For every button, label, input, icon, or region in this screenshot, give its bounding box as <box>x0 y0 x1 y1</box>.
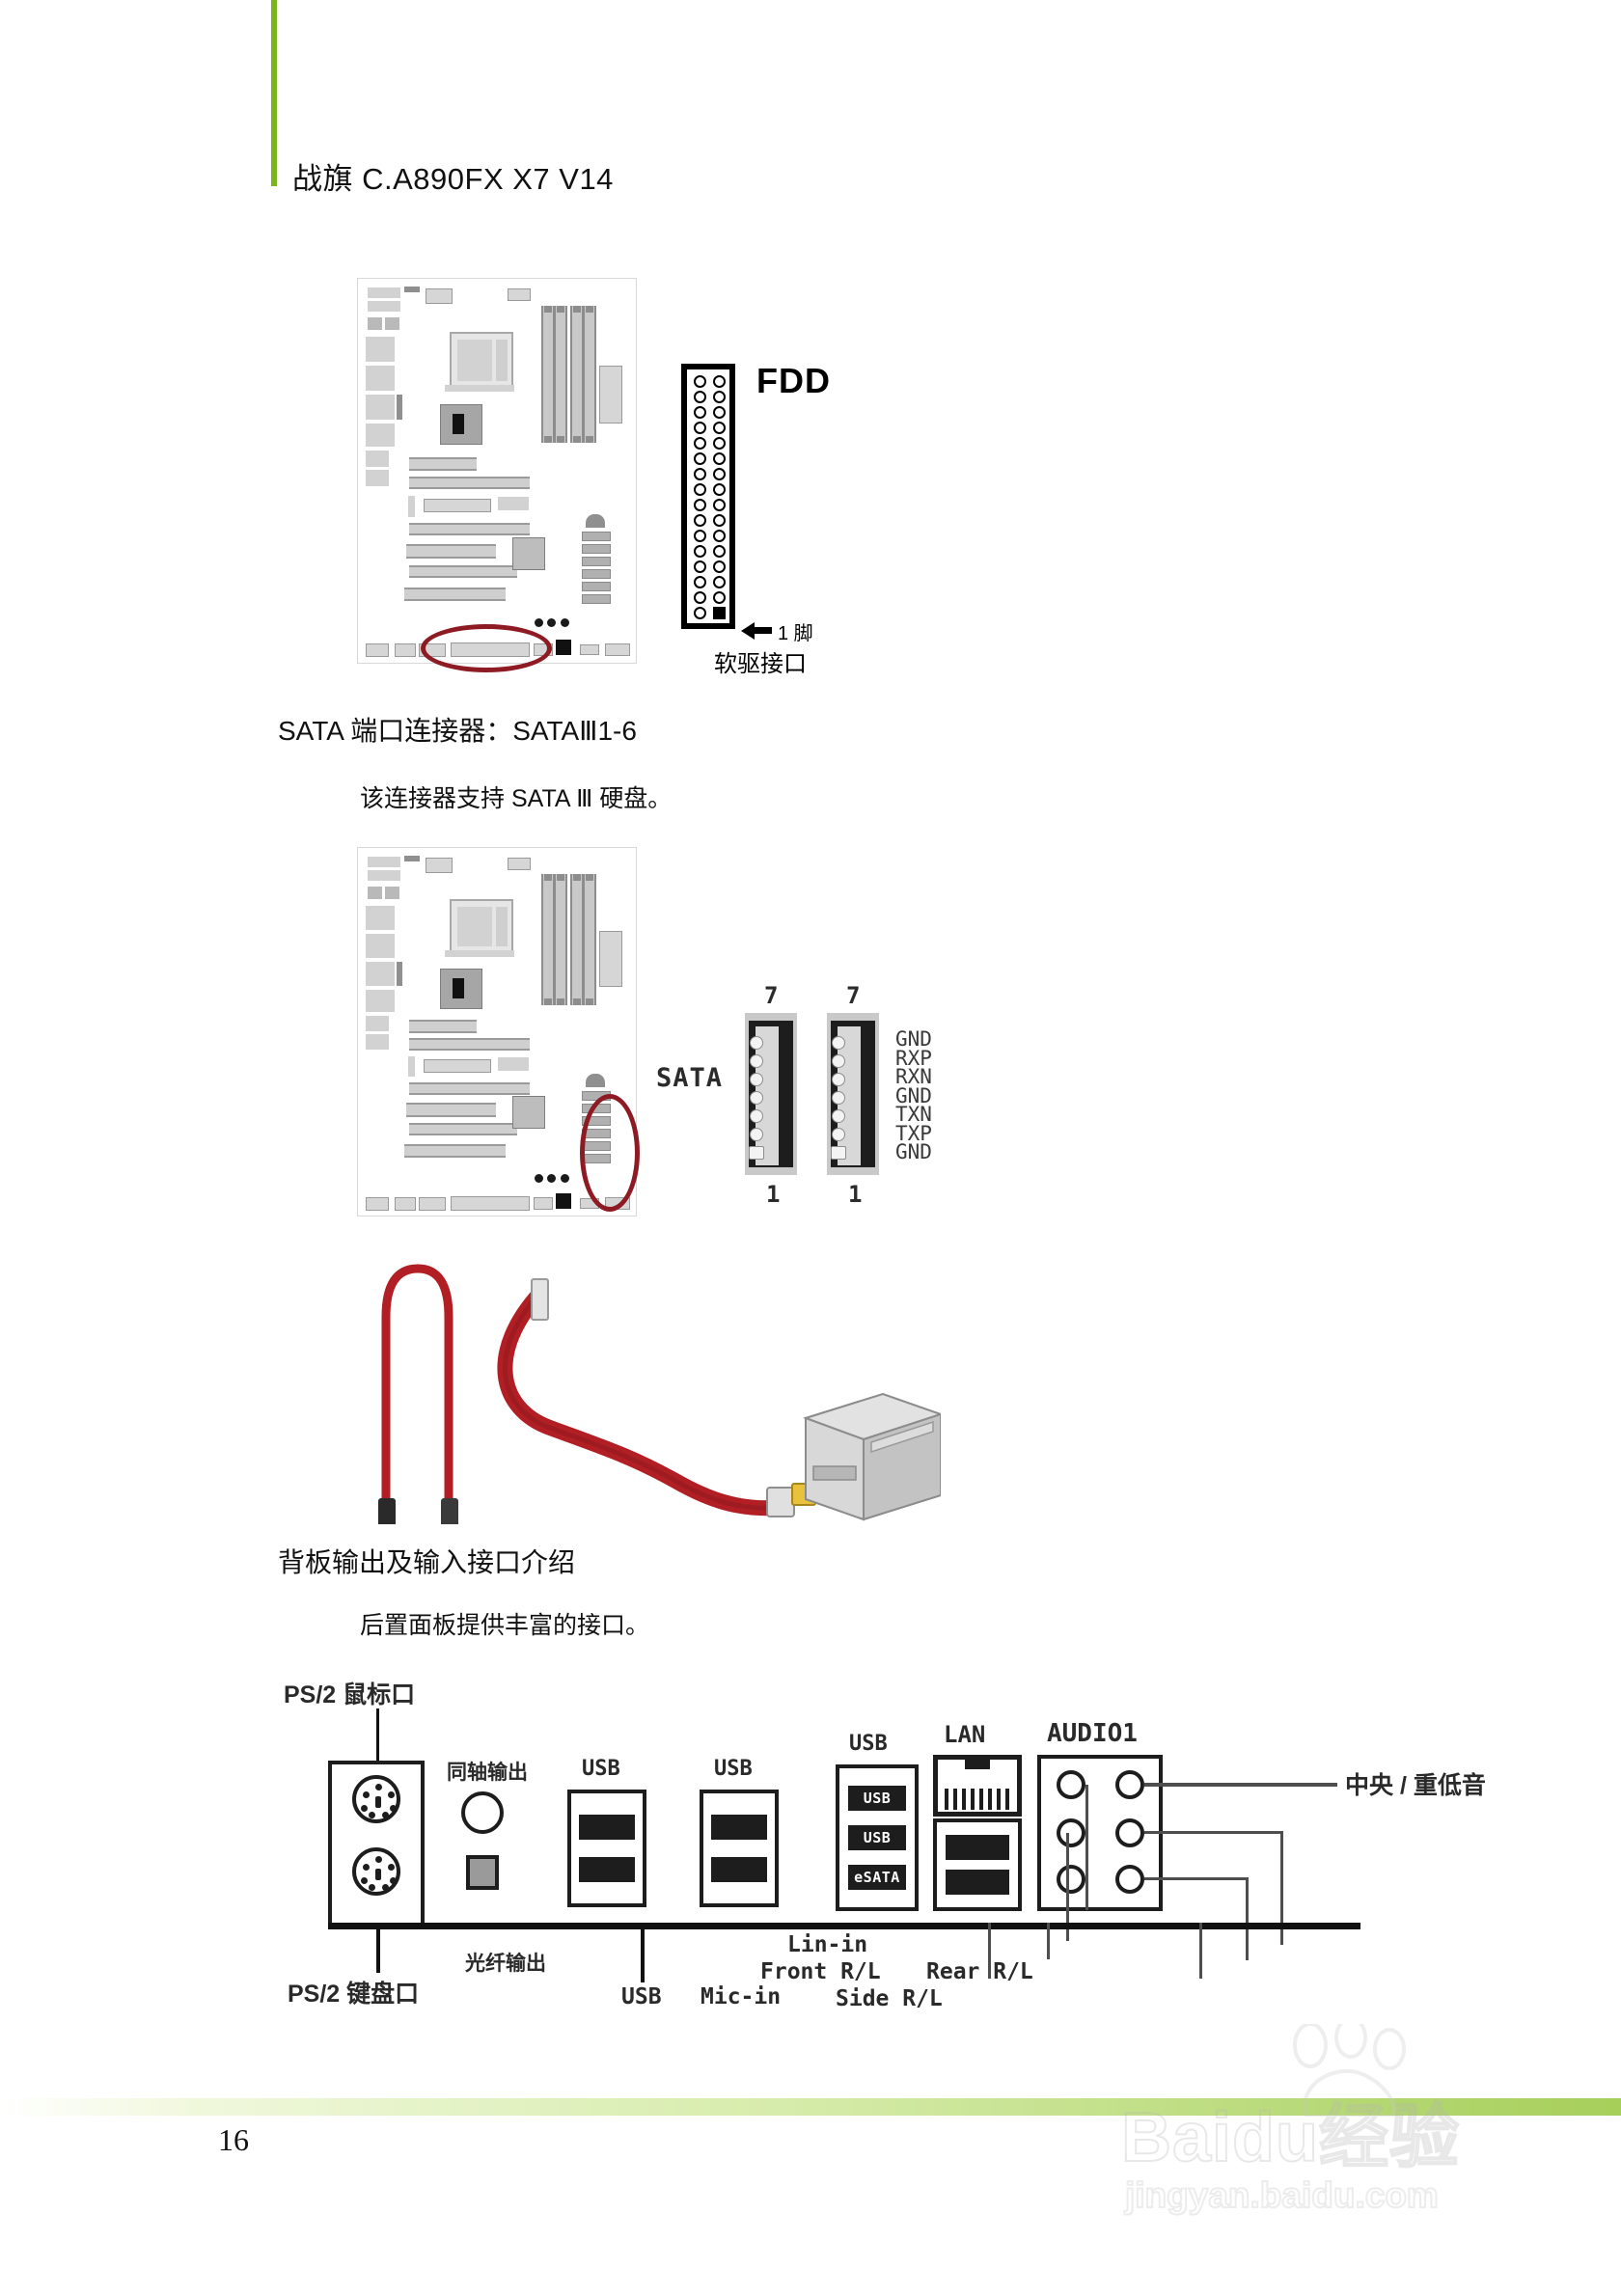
side-rl-label: Side R/L <box>836 1986 943 2011</box>
sata-pin-name: GND <box>895 1027 932 1051</box>
usb-mid-label: USB <box>714 1757 753 1781</box>
sata-section-body: 该连接器支持 SATA Ⅲ 硬盘。 <box>360 785 673 812</box>
usb-port-group-mid: USB USB <box>700 1790 779 1907</box>
fdd-connector-figure <box>681 364 735 629</box>
sata-group-label: SATA <box>656 1063 724 1093</box>
coaxial-out-port <box>461 1791 504 1834</box>
sata-connector-figure <box>827 1013 879 1175</box>
backpanel-diagram: PS/2 鼠标口 同轴输出 USB USB USB USB USB <box>270 1674 1486 2011</box>
sata-location-highlight <box>580 1094 640 1212</box>
optical-out-label: 光纤输出 <box>465 1953 546 1975</box>
usb-port: USB <box>579 1857 635 1883</box>
line-in-label: Lin-in <box>787 1932 868 1957</box>
sata-pin-name: RXP <box>895 1046 932 1070</box>
audio-jack-center-sub <box>1115 1770 1144 1799</box>
usb-port: USB <box>847 1825 907 1850</box>
mic-in-label: Mic-in <box>701 1984 782 2009</box>
motherboard-diagram-fdd <box>357 278 637 664</box>
page-number: 16 <box>218 2122 249 2157</box>
pin1-label: 1 脚 <box>778 623 813 644</box>
backpanel-section-body: 后置面板提供丰富的接口。 <box>360 1612 650 1639</box>
motherboard-diagram-sata <box>357 847 637 1216</box>
usb-esata-port-group: USB USB eSATA <box>836 1764 919 1911</box>
sata-cable-illustration <box>378 1264 941 1524</box>
fdd-location-highlight <box>421 624 552 672</box>
lan-rj45-port <box>933 1755 1022 1817</box>
usb-port: USB <box>946 1870 1009 1895</box>
sata-top-pin-number: 7 <box>846 982 861 1009</box>
sata-pin-names: GND RXP RXN GND TXN TXP GND <box>895 1027 932 1163</box>
front-rl-label: Front R/L <box>760 1959 881 1984</box>
esata-port: eSATA <box>847 1865 907 1890</box>
optical-out-port <box>466 1855 499 1890</box>
watermark-sub-text: jingyan.baidu.com <box>1124 2174 1440 2216</box>
usb-port: USB <box>946 1835 1009 1860</box>
usb-port: USB <box>579 1814 635 1840</box>
sata-pin-name: TXP <box>895 1121 932 1145</box>
pin1-arrow-icon <box>741 622 755 640</box>
sata-pin-name: GND <box>895 1083 932 1107</box>
header-accent-rule <box>271 0 277 186</box>
sata-bottom-pin-number: 1 <box>766 1181 781 1208</box>
audio-jack-front-rl <box>1057 1818 1085 1847</box>
ps2-keyboard-label: PS/2 键盘口 <box>288 1981 420 2008</box>
ps2-mouse-label: PS/2 鼠标口 <box>284 1681 416 1708</box>
usb-port: USB <box>711 1857 767 1883</box>
audio-jack-mic-in <box>1057 1865 1085 1894</box>
baidu-watermark: Baidu经验 jingyan.baidu.com <box>1120 2024 1461 2216</box>
audio-jack-rear-rl <box>1115 1818 1144 1847</box>
usb-port-group-lan: USB USB <box>933 1818 1022 1911</box>
fdd-connector-label: FDD <box>756 361 831 400</box>
sata-connector-figure <box>745 1013 797 1175</box>
audio-jack-side-rl <box>1115 1865 1144 1894</box>
ps2-keyboard-port <box>352 1847 400 1896</box>
cpu-socket <box>450 332 513 389</box>
usb-port: USB <box>711 1814 767 1840</box>
sata-top-pin-number: 7 <box>764 982 779 1009</box>
usb-left-label: USB <box>582 1757 620 1781</box>
usb-stack-label: USB <box>849 1732 888 1756</box>
sata-section-heading: SATA 端口连接器：SATAⅢ1-6 <box>278 716 637 746</box>
audio-jack-line-in <box>1057 1770 1085 1799</box>
sata-bottom-pin-number: 1 <box>848 1181 863 1208</box>
audio-label: AUDIO1 <box>1047 1719 1138 1748</box>
page-title: 战旗 C.A890FX X7 V14 <box>292 162 614 196</box>
sata-pin-name: GND <box>895 1140 932 1163</box>
lan-label: LAN <box>944 1721 986 1748</box>
pin1-leader-line <box>754 627 772 634</box>
usb-bottom-label: USB <box>621 1984 662 2009</box>
sata-pin-name: RXN <box>895 1065 932 1088</box>
fdd-caption: 软驱接口 <box>714 651 807 677</box>
coaxial-out-label: 同轴输出 <box>447 1762 528 1784</box>
usb-port-group-left: USB USB <box>567 1790 646 1907</box>
usb-port: USB <box>847 1786 907 1811</box>
sata-pin-name: TXN <box>895 1103 932 1126</box>
backpanel-section-heading: 背板输出及输入接口介绍 <box>278 1547 576 1577</box>
ps2-mouse-port <box>352 1775 400 1823</box>
backpanel-baseline <box>328 1923 1360 1929</box>
footer-accent-bar <box>0 2098 1621 2116</box>
center-subwoofer-label: 中央 / 重低音 <box>1345 1772 1486 1799</box>
rear-rl-label: Rear R/L <box>926 1959 1033 1984</box>
watermark-main-text: Baidu经验 <box>1120 2098 1461 2177</box>
hard-drive-icon <box>802 1392 941 1521</box>
